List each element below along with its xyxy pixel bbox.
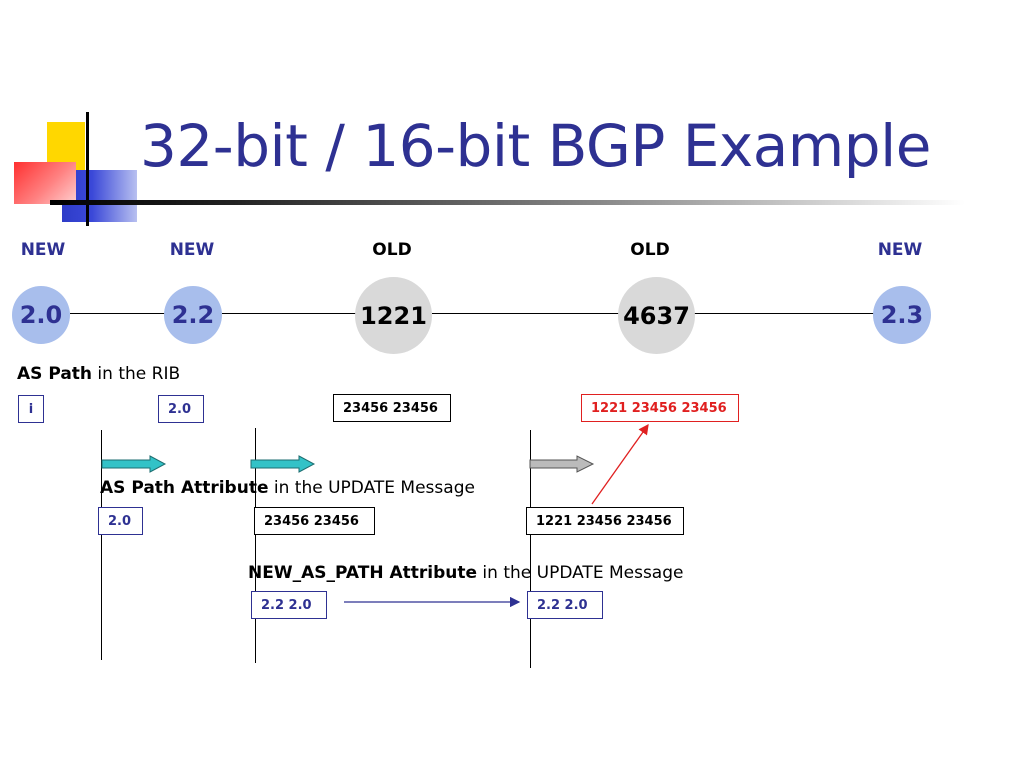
router-type-label-1: NEW (20, 240, 66, 260)
rib-caption: AS Path in the RIB (17, 364, 180, 384)
new-as-path-2.2: 2.2 2.0 (251, 591, 327, 619)
as-path-attr-caption-rest: in the UPDATE Message (268, 478, 475, 498)
rib-entry-1221: 23456 23456 (333, 394, 451, 422)
router-type-label-5: NEW (877, 240, 923, 260)
rib-entry-4637: 1221 23456 23456 (581, 394, 739, 422)
update-arrow-2.2-to-1221 (250, 455, 316, 473)
timeline-1221 (530, 430, 531, 668)
router-type-label-4: OLD (630, 240, 670, 260)
rib-entry-2.2: 2.0 (158, 395, 204, 423)
router-type-label-3: OLD (372, 240, 412, 260)
new-as-path-1221: 2.2 2.0 (527, 591, 603, 619)
rib-entry-2.0: i (18, 395, 44, 423)
slide-title: 32-bit / 16-bit BGP Example (140, 112, 931, 180)
as-path-attr-1221: 1221 23456 23456 (526, 507, 684, 535)
router-node-4637: 4637 (618, 277, 695, 354)
decor-vertical-line (86, 112, 89, 226)
red-reconstruct-arrow (591, 423, 649, 505)
title-underline (50, 200, 965, 205)
link-4637-2.3 (694, 313, 874, 314)
new-as-path-caption: NEW_AS_PATH Attribute in the UPDATE Mess… (248, 563, 683, 583)
router-type-label-2: NEW (169, 240, 215, 260)
as-path-attr-caption-bold: AS Path Attribute (100, 478, 269, 498)
link-1221-4637 (432, 313, 620, 314)
timeline-2.0 (101, 430, 102, 660)
router-node-1221: 1221 (355, 277, 432, 354)
new-as-path-caption-rest: in the UPDATE Message (477, 563, 684, 583)
link-2.0-2.2 (70, 313, 166, 314)
rib-caption-bold: AS Path (17, 364, 93, 384)
rib-caption-rest: in the RIB (92, 364, 181, 384)
router-node-2.3: 2.3 (873, 286, 931, 344)
as-path-attr-2.0: 2.0 (98, 507, 143, 535)
update-arrow-1221-to-4637 (529, 455, 595, 473)
router-node-2.2: 2.2 (164, 286, 222, 344)
new-as-path-caption-bold: NEW_AS_PATH Attribute (248, 563, 478, 583)
update-arrow-2.0-to-2.2 (101, 455, 167, 473)
as-path-attr-caption: AS Path Attribute in the UPDATE Message (100, 478, 475, 498)
timeline-2.2 (255, 428, 256, 663)
link-2.2-1221 (222, 313, 356, 314)
as-path-attr-2.2: 23456 23456 (254, 507, 375, 535)
decor-red-square (14, 162, 76, 204)
router-node-2.0: 2.0 (12, 286, 70, 344)
